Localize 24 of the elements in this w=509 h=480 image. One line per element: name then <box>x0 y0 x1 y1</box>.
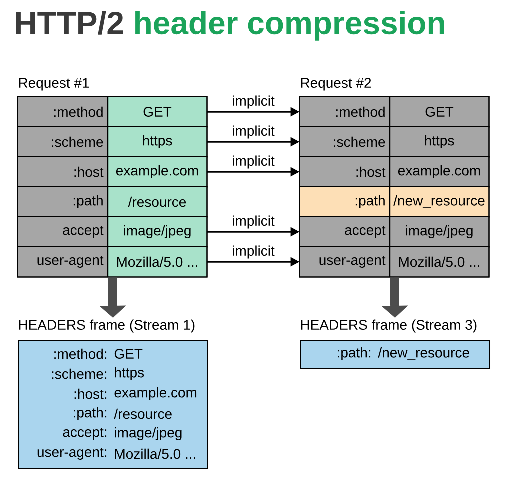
node-label: HEADERS frame (Stream 1) <box>19 320 195 333</box>
table-row: :method GET <box>17 96 208 128</box>
edge-label: implicit <box>233 96 275 109</box>
edge-label: implicit <box>233 156 275 169</box>
table-row: :host example.com <box>299 156 490 188</box>
headers-frame: HEADERS frame (Stream 1) :method: GET :scheme: https :host: example.com :path: /resource accept: image/jpeg user-agent: Mozilla/5.0 ... <box>18 320 208 470</box>
table-row: :path /resource <box>17 186 208 218</box>
table-row: :scheme https <box>17 126 208 158</box>
table-row: :host example.com <box>17 156 208 188</box>
table-row: user-agent Mozilla/5.0 ... <box>299 246 490 278</box>
edge-label: implicit <box>233 216 275 229</box>
edge-label: implicit <box>233 246 275 259</box>
title: HTTP/2 header compression <box>16 11 444 41</box>
table-row: accept image/jpeg <box>17 216 208 248</box>
edge-label: implicit <box>233 126 275 139</box>
table-row: :method GET <box>299 96 490 128</box>
headers-frame: HEADERS frame (Stream 3) :path: /new_resource <box>300 320 490 370</box>
node-label: HEADERS frame (Stream 3) <box>301 320 477 333</box>
table-row: :scheme https <box>299 126 490 158</box>
node-label: Request #1 <box>19 78 90 91</box>
table-row: user-agent Mozilla/5.0 ... <box>17 246 208 278</box>
node-label: Request #2 <box>301 78 372 91</box>
table-row: accept image/jpeg <box>299 216 490 248</box>
table-row: :path /new_resource <box>299 186 490 218</box>
